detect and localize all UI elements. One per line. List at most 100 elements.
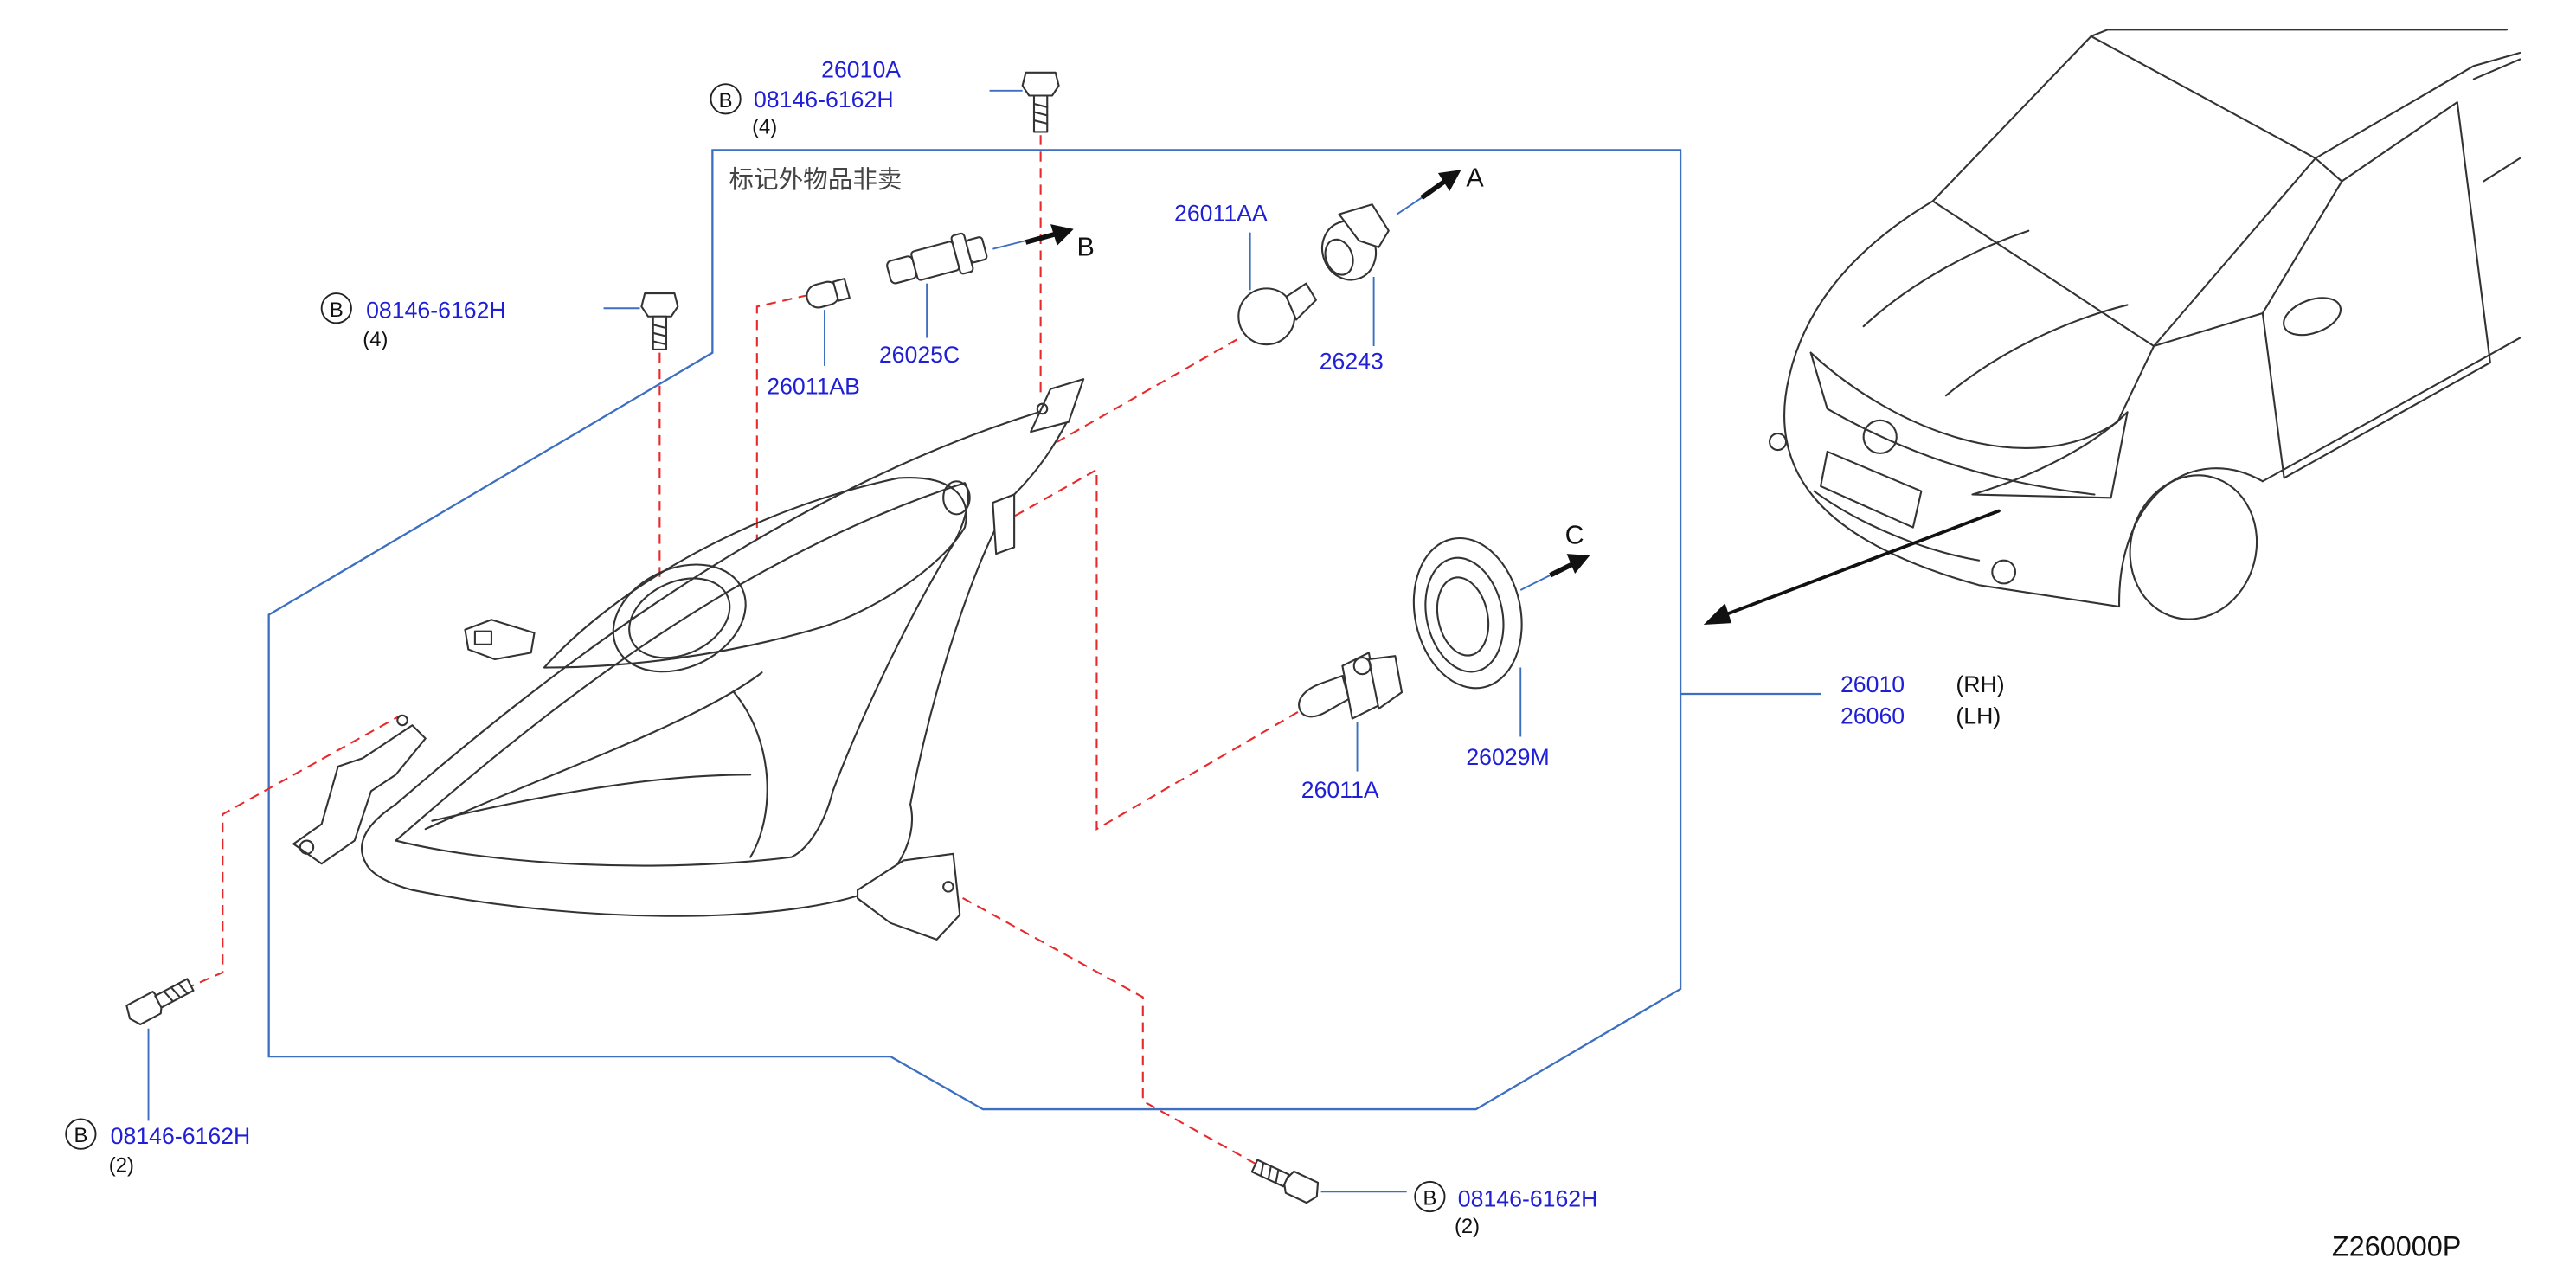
arrow-c-label: C	[1565, 521, 1584, 550]
left-bolt-qty: (4)	[363, 328, 388, 351]
arrow-b-label: B	[1077, 232, 1095, 261]
vehicle-wheel	[2129, 474, 2258, 620]
vehicle-illustration	[1768, 29, 2521, 620]
turn-lamp-opening	[942, 480, 971, 516]
top-connector-socket	[473, 630, 493, 645]
bottom-right-bolt-ref: B	[1423, 1187, 1436, 1210]
assembly-boundary	[267, 149, 1821, 1111]
rubber-cap	[1412, 536, 1523, 690]
bottom-right-bolt-ref-circle	[1414, 1180, 1446, 1213]
headlamp-assembly	[292, 378, 1085, 941]
bottom-right-bolt	[1250, 1159, 1320, 1204]
top-bolt-ref-circle	[710, 83, 742, 115]
arrow-a-leader	[1396, 196, 1423, 215]
cap-inner	[1436, 576, 1490, 657]
vehicle-mirror	[2283, 297, 2342, 337]
small-socket-part-number[interactable]: 26025C	[879, 342, 960, 368]
vehicle-wheel-arch	[2118, 467, 2264, 608]
top-bolt	[1021, 71, 1060, 133]
headlamp-housing	[361, 411, 1073, 917]
assembly-labels: 26010 (RH) 26060 (LH)	[1840, 671, 2005, 729]
small-bulb-base	[832, 278, 851, 302]
not-sold-notice: 标记外物品非卖	[729, 166, 902, 194]
side-post	[992, 493, 1016, 555]
small-socket	[886, 232, 988, 285]
top-bolt-head	[1021, 71, 1060, 97]
main-bulb	[1298, 652, 1404, 720]
assembly-lh-part-number[interactable]: 26060	[1840, 703, 1905, 729]
arrow-c-shaft	[1549, 561, 1575, 578]
arrow-c-head	[1566, 554, 1590, 574]
bottom-right-bolt-part-number[interactable]: 08146-6162H	[1458, 1185, 1598, 1211]
turn-bulb	[1237, 282, 1317, 346]
cap-callout: 26029M C	[1412, 521, 1590, 770]
vehicle-license-plate	[1820, 450, 1923, 529]
turn-bulb-part-number[interactable]: 26011AA	[1174, 200, 1268, 226]
small-socket-body	[910, 241, 960, 281]
lower-reflector-curve	[733, 691, 768, 858]
turn-socket	[1321, 203, 1390, 281]
left-bolt-ref-circle	[320, 292, 352, 324]
top-connector	[464, 619, 536, 661]
main-bulb-flange-knob	[1352, 657, 1372, 676]
bottom-left-bolt	[125, 978, 195, 1025]
assembly-boundary-outline	[267, 149, 1682, 1111]
top-bolt-qty: (4)	[752, 115, 777, 138]
turn-socket-cap	[1338, 203, 1390, 248]
left-bolt-head	[640, 292, 679, 318]
vehicle-fog-light-right	[1991, 559, 2017, 585]
bottom-left-bolt-threads	[163, 982, 189, 1003]
locator-arrow	[1703, 509, 2001, 625]
top-bolt-label[interactable]: 26010A	[821, 57, 901, 83]
top-bolt-callout: 26010A B 08146-6162H (4)	[710, 57, 1060, 138]
main-bulb-glass	[1298, 675, 1351, 718]
vehicle-sill	[2261, 337, 2521, 483]
projector-inner-ring	[628, 577, 731, 659]
left-mount-bracket	[292, 724, 427, 865]
bottom-mount-bracket	[857, 852, 961, 941]
turn-bulb-base	[1285, 282, 1317, 321]
locator-arrow-shaft	[1723, 509, 2001, 617]
lower-reflector-line	[424, 671, 763, 831]
left-bolt-part-number[interactable]: 08146-6162H	[366, 298, 506, 324]
vehicle-rear-window	[2472, 58, 2521, 183]
vehicle-lower-intake	[1813, 490, 1981, 562]
arrow-a-shaft	[1420, 179, 1447, 200]
small-bulb-part-number[interactable]: 26011AB	[767, 373, 860, 399]
vehicle-windshield	[1931, 35, 2316, 348]
main-bulb-base	[1367, 655, 1404, 710]
assembly-rh-side: (RH)	[1956, 671, 2004, 697]
projector-outer-ring	[612, 563, 747, 673]
turn-socket-ring	[1324, 238, 1354, 276]
bottom-mount-hole	[942, 881, 954, 893]
drawing-code: Z260000P	[2332, 1231, 2461, 1262]
assembly-rh-part-number[interactable]: 26010	[1840, 671, 1905, 697]
left-bolt-threads	[652, 324, 668, 346]
arrow-b-shaft	[1025, 231, 1057, 245]
top-bolt-ref: B	[719, 89, 733, 112]
vehicle-a-pillar	[2153, 157, 2343, 348]
turn-socket-part-number[interactable]: 26243	[1320, 349, 1384, 375]
arrow-a-head	[1437, 170, 1461, 191]
guide-bottom-left-bolt	[184, 714, 401, 990]
bottom-right-bolt-callout: B 08146-6162H (2)	[1250, 1159, 1598, 1238]
left-mount-hole	[299, 839, 315, 855]
bottom-left-bolt-ref: B	[74, 1124, 87, 1147]
arrow-b-head	[1050, 224, 1074, 246]
arrow-b-leader	[992, 240, 1026, 250]
guide-bottom-right-bolt	[948, 889, 1274, 1175]
guide-main-bulb	[698, 468, 1299, 831]
top-bolt-threads	[1032, 102, 1049, 125]
vehicle-hood-crease	[1862, 229, 2129, 397]
top-bolt-part-number[interactable]: 08146-6162H	[754, 87, 894, 112]
left-bolt-callout: B 08146-6162H (4)	[320, 292, 679, 351]
arrow-c-leader	[1519, 574, 1551, 591]
guide-small-bulb	[729, 293, 809, 583]
locator-arrow-head	[1703, 603, 1732, 625]
main-bulb-part-number[interactable]: 26011A	[1301, 777, 1379, 803]
headlamp-lens-border	[395, 482, 969, 867]
cap-part-number[interactable]: 26029M	[1466, 744, 1549, 770]
small-socket-callout: 26025C B	[879, 224, 1095, 368]
arrow-a-label: A	[1466, 163, 1484, 192]
bottom-left-bolt-part-number[interactable]: 08146-6162H	[111, 1123, 251, 1149]
